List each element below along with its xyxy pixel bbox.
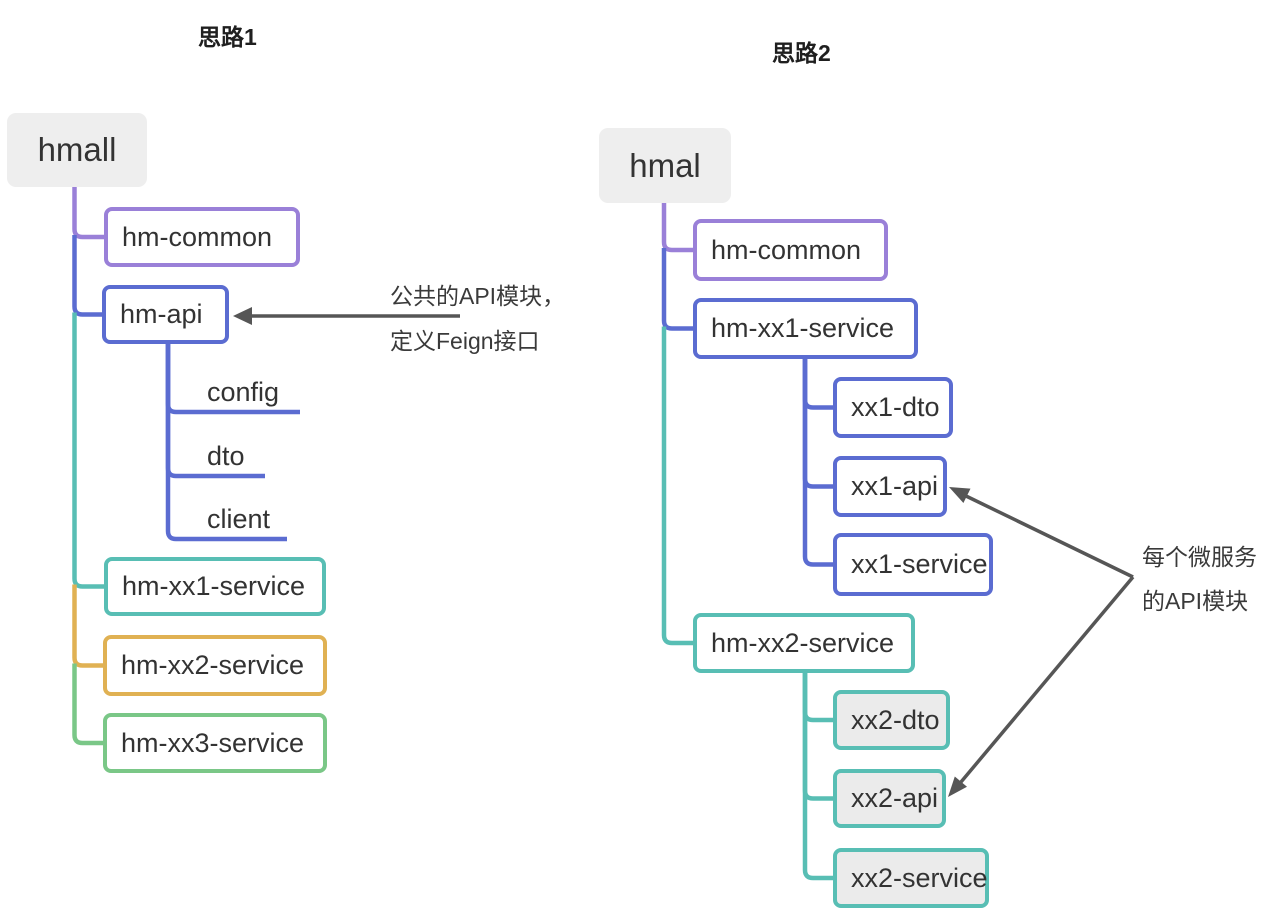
d2-node-xx1-api: xx1-api <box>833 456 947 517</box>
d2-annotation-line1: 每个微服务 <box>1142 544 1257 570</box>
tree1-connectors <box>72 187 300 746</box>
d1-node-hm-xx3-service: hm-xx3-service <box>103 713 327 773</box>
d2-node-xx2-dto: xx2-dto <box>833 690 950 750</box>
d1-annotation-line2: 定义Feign接口 <box>390 328 540 354</box>
d2-node-xx1-service: xx1-service <box>833 533 993 596</box>
d1-node-hmall: hmall <box>7 113 147 187</box>
d1-annotation: 公共的API模块， 定义Feign接口 <box>390 274 565 364</box>
d1-node-client: client <box>207 504 271 534</box>
d2-node-hmal: hmal <box>599 128 731 203</box>
d2-annotation: 每个微服务 的API模块 <box>1142 535 1257 623</box>
d1-node-hm-xx1-service: hm-xx1-service <box>104 557 326 616</box>
d2-node-xx1-dto: xx1-dto <box>833 377 953 438</box>
d1-annotation-line1: 公共的API模块， <box>390 283 566 309</box>
arrow-to-xx1-api <box>949 487 1134 579</box>
d2-node-xx2-api: xx2-api <box>833 769 946 828</box>
d2-node-xx2-service: xx2-service <box>833 848 989 908</box>
diagram1-title: 思路1 <box>198 24 257 50</box>
tree2-connectors <box>661 202 834 881</box>
d2-node-hm-xx1-service: hm-xx1-service <box>693 298 918 359</box>
d1-node-hm-api: hm-api <box>102 285 229 344</box>
d2-node-hm-common: hm-common <box>693 219 888 281</box>
d1-node-hm-xx2-service: hm-xx2-service <box>103 635 327 696</box>
d1-node-config: config <box>207 377 280 407</box>
arrow-to-xx2-api <box>948 575 1135 797</box>
arrow-to-hm-api <box>233 307 460 325</box>
d1-node-dto: dto <box>207 441 245 471</box>
d2-annotation-line2: 的API模块 <box>1142 588 1249 614</box>
d1-node-hm-common: hm-common <box>104 207 300 267</box>
diagram2-title: 思路2 <box>772 40 831 66</box>
d2-node-hm-xx2-service: hm-xx2-service <box>693 613 915 673</box>
